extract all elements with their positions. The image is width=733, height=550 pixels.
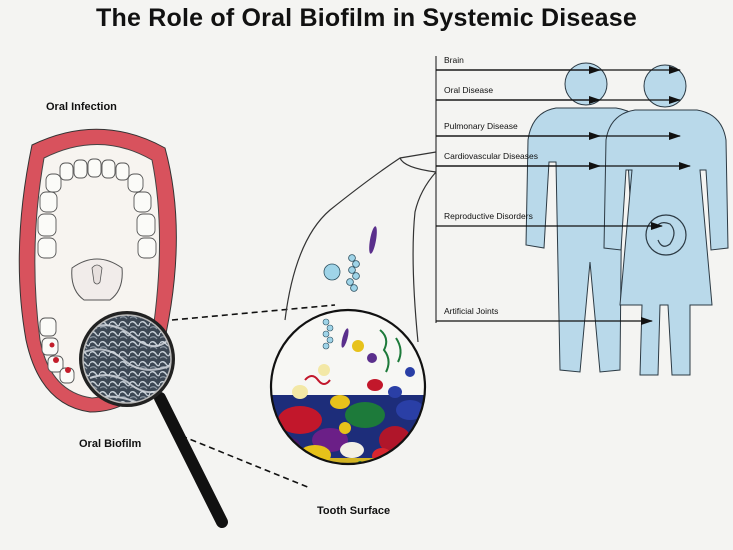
disease-label-3: Cardiovascular Diseases — [444, 151, 539, 161]
disease-label-5: Artificial Joints — [444, 306, 499, 316]
disease-label-0: Brain — [444, 55, 464, 65]
floating-bacteria — [323, 226, 377, 292]
disease-label-2: Pulmonary Disease — [444, 121, 518, 131]
bloodstream-vessel — [284, 151, 437, 343]
biofilm-cluster — [269, 308, 427, 466]
tooth-surface-label: Tooth Surface — [317, 505, 391, 517]
page-title: The Role of Oral Biofilm in Systemic Dis… — [96, 4, 637, 32]
magnifier-icon — [79, 311, 228, 528]
oral-infection-label: Oral Infection — [46, 101, 117, 113]
dashed-connectors — [171, 304, 336, 489]
disease-label-1: Oral Disease — [444, 85, 494, 95]
oral-biofilm-label: Oral Biofilm — [79, 438, 142, 450]
disease-label-4: Reproductive Disorders — [444, 211, 533, 221]
